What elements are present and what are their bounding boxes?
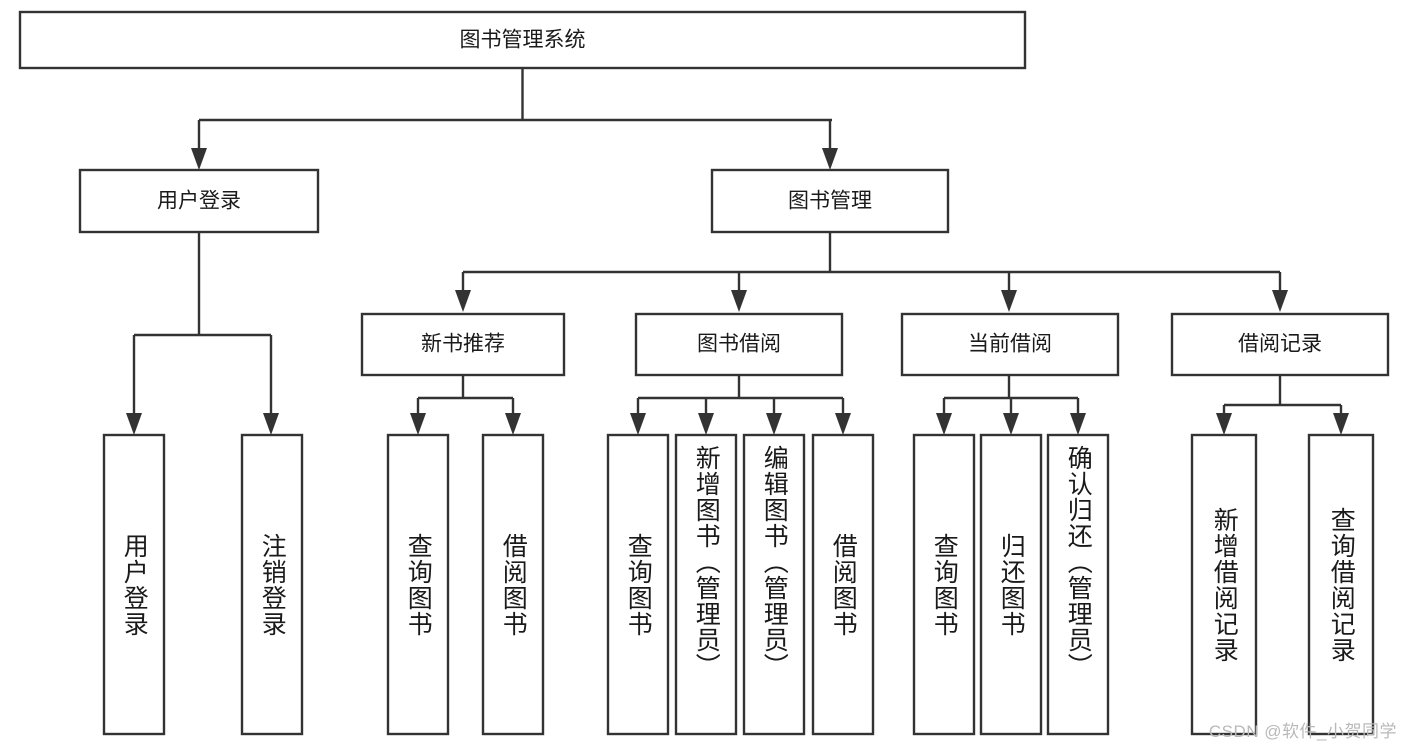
leaf-box-logout[interactable]: [240, 433, 304, 736]
leaf-box-confirm-return[interactable]: [1046, 433, 1110, 736]
arrowhead-group: [126, 148, 1349, 435]
node-current-borrow[interactable]: 当前借阅: [900, 312, 1120, 377]
arrow-to-leaf-query-record: [1333, 413, 1349, 435]
node-book-management-label: 图书管理: [788, 190, 872, 213]
arrow-to-leaf-add-book: [698, 413, 714, 435]
arrow-to-book-management: [822, 148, 838, 170]
connector-group: [132, 68, 1343, 415]
arrow-to-leaf-query-book-2: [630, 413, 646, 435]
leaf-box-return-book[interactable]: [979, 433, 1043, 736]
node-book-borrow-box[interactable]: [634, 312, 844, 377]
node-book-borrow[interactable]: 图书借阅: [634, 312, 844, 377]
leaf-box-add-record[interactable]: [1190, 433, 1258, 736]
arrow-to-book-borrow: [731, 290, 747, 312]
arrow-to-leaf-add-record: [1216, 413, 1232, 435]
node-borrow-record[interactable]: 借阅记录: [1170, 312, 1390, 377]
node-book-management-box[interactable]: [710, 168, 950, 234]
leaf-box-query-book-2[interactable]: [606, 433, 670, 736]
node-new-book-recommend-box[interactable]: [360, 312, 566, 377]
arrow-to-user-login: [191, 148, 207, 170]
node-root-box[interactable]: [18, 10, 1027, 70]
node-current-borrow-box[interactable]: [900, 312, 1120, 377]
arrow-to-leaf-query-book-3: [936, 413, 952, 435]
node-borrow-record-label: 借阅记录: [1238, 333, 1322, 356]
leaf-box-user-login[interactable]: [102, 433, 166, 736]
node-book-borrow-label: 图书借阅: [697, 333, 781, 356]
arrow-to-leaf-edit-book: [766, 413, 782, 435]
leaf-box-edit-book[interactable]: [742, 433, 806, 736]
node-borrow-record-box[interactable]: [1170, 312, 1390, 377]
leaf-box-query-book-1[interactable]: [386, 433, 450, 736]
node-new-book-recommend-label: 新书推荐: [421, 333, 505, 356]
leaf-box-query-record[interactable]: [1307, 433, 1375, 736]
node-root-label: 图书管理系统: [460, 29, 586, 52]
leaf-box-group: [102, 433, 1375, 736]
node-user-login[interactable]: 用户登录: [78, 168, 320, 234]
arrow-to-leaf-confirm-return: [1070, 413, 1086, 435]
node-user-login-label: 用户登录: [157, 190, 241, 213]
arrow-to-current-borrow: [1001, 290, 1017, 312]
node-book-management[interactable]: 图书管理: [710, 168, 950, 234]
arrow-to-leaf-logout: [263, 413, 279, 435]
leaf-box-query-book-3[interactable]: [912, 433, 976, 736]
node-user-login-box[interactable]: [78, 168, 320, 234]
node-new-book-recommend[interactable]: 新书推荐: [360, 312, 566, 377]
arrow-to-new-book-recommend: [455, 290, 471, 312]
arrow-to-leaf-query-book-1: [410, 413, 426, 435]
leaf-box-borrow-book-1[interactable]: [481, 433, 545, 736]
leaf-box-add-book[interactable]: [674, 433, 738, 736]
csdn-watermark: CSDN @软件_小贺同学: [1208, 722, 1397, 741]
arrow-to-borrow-record: [1272, 290, 1288, 312]
arrow-to-leaf-return-book: [1003, 413, 1019, 435]
arrow-to-leaf-user-login: [126, 413, 142, 435]
leaf-box-borrow-book-2[interactable]: [811, 433, 875, 736]
arrow-to-leaf-borrow-book-1: [505, 413, 521, 435]
arrow-to-leaf-borrow-book-2: [835, 413, 851, 435]
node-root[interactable]: 图书管理系统: [18, 10, 1027, 70]
node-current-borrow-label: 当前借阅: [968, 333, 1052, 356]
